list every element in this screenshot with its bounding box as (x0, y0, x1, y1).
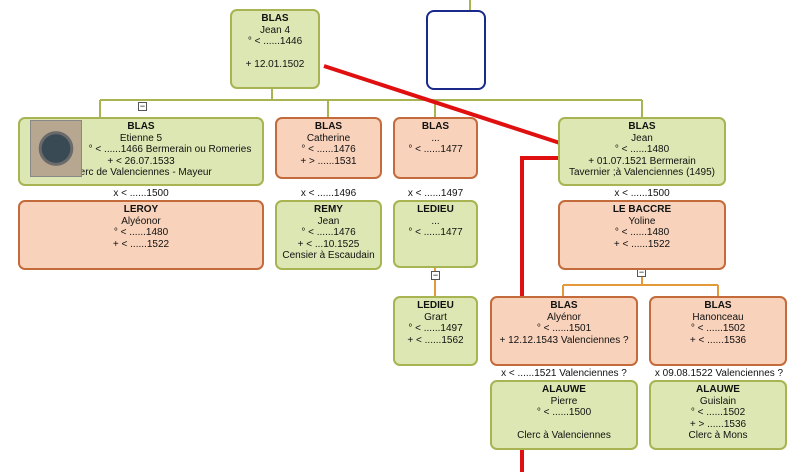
surname: BLAS (314, 121, 343, 132)
given-name: Jean (317, 215, 340, 227)
surname: ALAUWE (542, 384, 586, 395)
death-date: + < ......1522 (613, 238, 671, 250)
surname: BLAS (127, 121, 155, 132)
death-date: + < ......1562 (407, 334, 464, 346)
birth-date: ° < ......1497 (408, 323, 463, 334)
person-box-ledieu-1[interactable]: LEDIEU ... ° < ......1477 (393, 200, 478, 268)
collapse-toggle-icon[interactable]: − (138, 101, 147, 111)
birth-date: ° < ......1476 (301, 144, 356, 155)
given-name: Hanonceau (692, 311, 744, 323)
birth-date: ° < ......1480 (614, 227, 670, 238)
occupation: Tavernier ;à Valenciennes (1495) (568, 167, 715, 178)
birth-date: ° < ......1501 (536, 323, 592, 334)
blank-line (232, 48, 318, 60)
surname: LEDIEU (417, 204, 454, 215)
person-box-leroy[interactable]: LEROY Alyéonor ° < ......1480 + < ......… (18, 200, 264, 270)
person-box-jean[interactable]: BLAS Jean ° < ......1480 + 01.07.1521 Be… (558, 117, 726, 186)
red-line-jean-to-alyenor (520, 156, 566, 315)
given-name: Yoline (628, 215, 656, 227)
death-date: + 12.12.1543 Valenciennes ? (499, 334, 629, 346)
red-line-jean4-to-jean (323, 64, 567, 147)
person-box-guislain[interactable]: ALAUWE Guislain ° < ......1502 + > .....… (649, 380, 787, 450)
surname: BLAS (421, 121, 450, 132)
birth-date: ° < ......1502 (690, 407, 746, 418)
surname: BLAS (261, 13, 289, 24)
given-name: Pierre (550, 395, 578, 407)
marriage-label: x < ......1496 (300, 188, 357, 199)
person-box-hanonceau[interactable]: BLAS Hanonceau ° < ......1502 + < ......… (649, 296, 787, 366)
portrait-photo (30, 120, 82, 177)
birth-date: ° < ......1500 (536, 407, 592, 418)
death-date: + 01.07.1521 Bermerain (588, 155, 696, 167)
surname: REMY (314, 204, 343, 215)
birth-date: ° < ......1476 (301, 227, 356, 238)
given-name: ... (431, 132, 440, 144)
occupation: Clerc à Mons (688, 430, 748, 441)
surname: BLAS (704, 300, 732, 311)
birth-date: ° < ......1480 (113, 227, 169, 238)
surname: BLAS (550, 300, 578, 311)
birth-date: ° < ......1480 (614, 144, 670, 155)
death-date: + < 26.07.1533 (107, 155, 175, 167)
given-name: Etienne 5 (119, 132, 163, 144)
death-date: + < ......1522 (112, 238, 170, 250)
person-box-blas-unknown[interactable]: BLAS ... ° < ......1477 (393, 117, 478, 179)
surname: BLAS (628, 121, 656, 132)
given-name: Jean 4 (259, 24, 291, 36)
person-box-remy[interactable]: REMY Jean ° < ......1476 + < ...10.1525 … (275, 200, 382, 270)
birth-date: ° < ......1502 (690, 323, 746, 334)
death-date: + 12.01.1502 (245, 59, 305, 70)
person-box-alyenor[interactable]: BLAS Alyénor ° < ......1501 + 12.12.1543… (490, 296, 638, 366)
marriage-label: x 09.08.1522 Valenciennes ? (654, 368, 784, 379)
given-name: Alyénor (547, 311, 581, 323)
person-box-catherine[interactable]: BLAS Catherine ° < ......1476 + > ......… (275, 117, 382, 179)
given-name: Alyéonor (121, 215, 161, 227)
empty-person-box[interactable] (426, 10, 486, 90)
surname: LEROY (123, 204, 159, 215)
marriage-label: x < ......1521 Valenciennes ? (501, 368, 627, 379)
marriage-label: x < ......1497 (407, 188, 464, 199)
collapse-toggle-icon[interactable]: − (431, 270, 440, 280)
death-date: + > ......1531 (300, 155, 357, 167)
blank-line (492, 419, 636, 431)
marriage-label: x < ......1500 (614, 188, 670, 199)
surname: LEDIEU (417, 300, 454, 311)
person-box-lebaccre[interactable]: LE BACCRE Yoline ° < ......1480 + < ....… (558, 200, 726, 270)
person-box-pierre[interactable]: ALAUWE Pierre ° < ......1500 Clerc à Val… (490, 380, 638, 450)
marriage-label: x < ......1500 (113, 188, 169, 199)
person-box-ledieu-2[interactable]: LEDIEU Grart ° < ......1497 + < ......15… (393, 296, 478, 366)
surname: ALAUWE (696, 384, 740, 395)
surname: LE BACCRE (612, 204, 672, 215)
given-name: Catherine (306, 132, 351, 144)
given-name: Grart (424, 311, 447, 323)
birth-date: ° < ......1446 (247, 36, 303, 47)
birth-date: ° < ......1466 Bermerain ou Romeries (88, 144, 252, 155)
death-date: + < ...10.1525 (297, 238, 360, 250)
occupation: Clerc de Valenciennes - Mayeur (70, 167, 212, 178)
death-date: + < ......1536 (689, 334, 747, 346)
birth-date: ° < ......1477 (408, 227, 463, 238)
occupation: Clerc à Valenciennes (517, 430, 611, 441)
person-box-jean4[interactable]: BLAS Jean 4 ° < ......1446 + 12.01.1502 (230, 9, 320, 89)
given-name: Jean (631, 132, 653, 144)
occupation: Censier à Escaudain (282, 250, 375, 261)
given-name: ... (431, 215, 440, 227)
death-date: + > ......1536 (689, 418, 747, 430)
birth-date: ° < ......1477 (408, 144, 463, 155)
given-name: Guislain (699, 395, 737, 407)
